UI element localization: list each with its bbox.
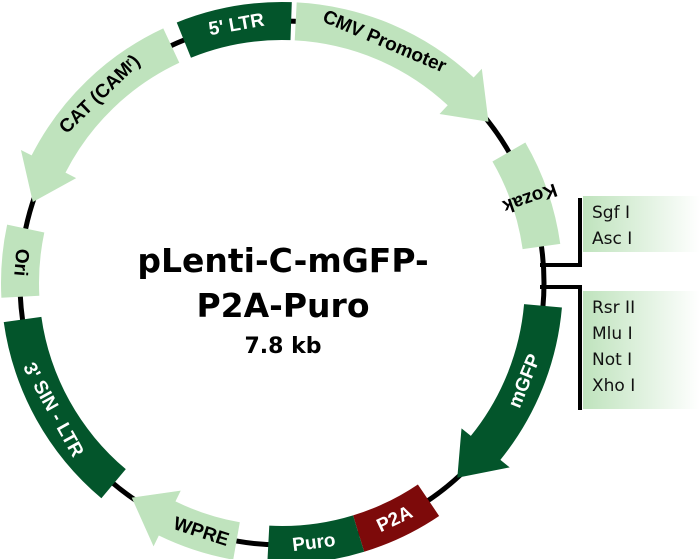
feature-wpre: [131, 490, 240, 559]
feature-label-cat: CAT (CAMʳ): [55, 51, 144, 138]
site-sgf-i: Sgf I: [592, 203, 630, 223]
feature-cmv-promoter: [294, 2, 489, 122]
site-xho-i: Xho I: [592, 376, 635, 396]
connector-group2: [540, 285, 582, 410]
feature-label-ori: Ori: [9, 248, 32, 277]
feature-puro: [267, 515, 365, 559]
feature-mgfp: [457, 304, 562, 478]
site-asc-i: Asc I: [592, 229, 632, 249]
site-not-i: Not I: [592, 350, 632, 370]
site-rsr-ii: Rsr II: [592, 298, 635, 318]
plasmid-name-line2: P2A-Puro: [196, 286, 369, 325]
feature-ori: [0, 224, 45, 298]
feature-3-sin-ltr: [3, 316, 126, 499]
feature-cat: [20, 28, 180, 203]
site-group2-bg: [583, 291, 700, 409]
site-group1-bg: [583, 196, 700, 252]
feature-label-puro: Puro: [291, 530, 337, 556]
restriction-site-connectors: [540, 198, 582, 410]
feature-5-ltr: [176, 1, 292, 58]
feature-p2a: [353, 484, 440, 552]
plasmid-name-line1: pLenti-C-mGFP-: [137, 241, 428, 280]
connector-group1: [540, 198, 582, 267]
site-mlu-i: Mlu I: [592, 324, 633, 344]
feature-kozak: [492, 142, 561, 250]
plasmid-size: 7.8 kb: [244, 334, 321, 359]
